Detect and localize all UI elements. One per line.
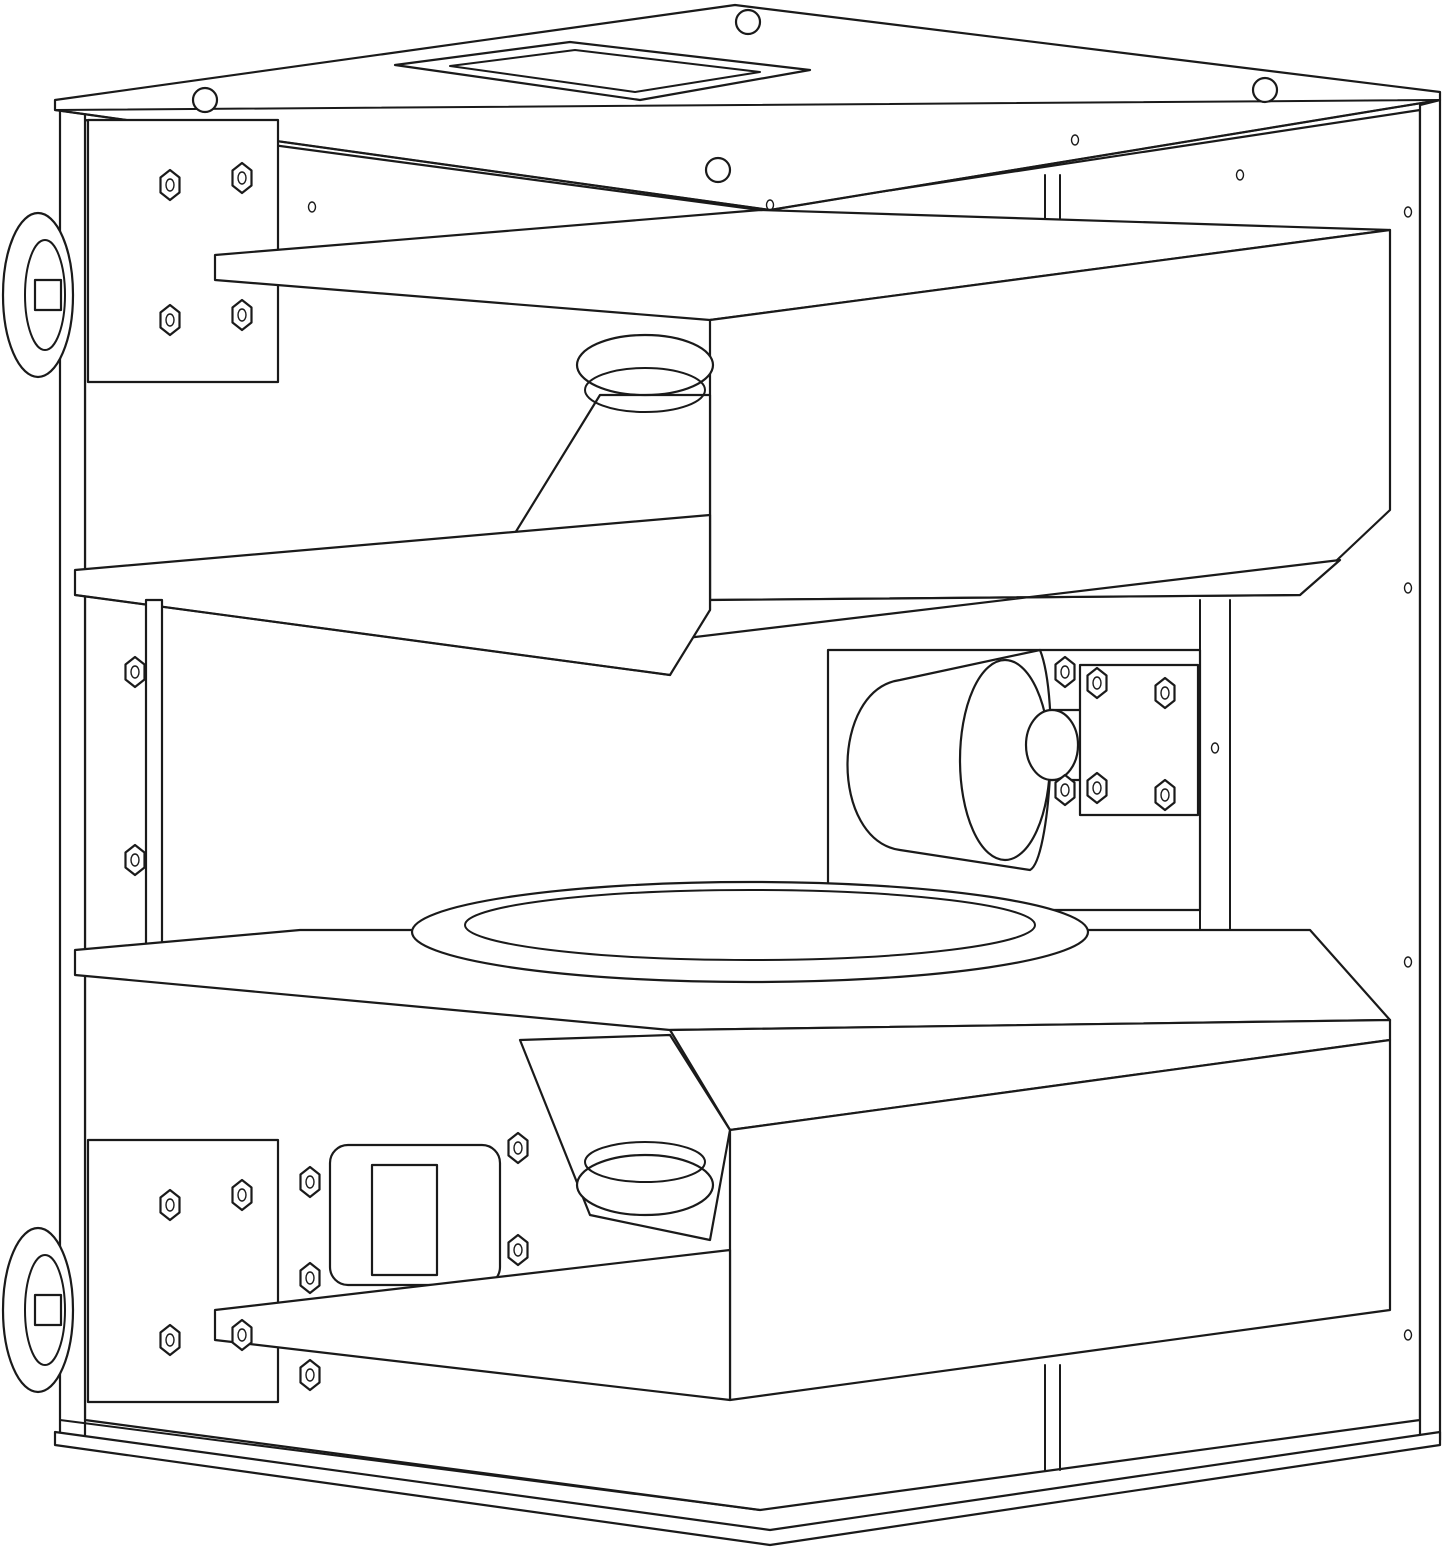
bolt-center (237, 1188, 247, 1202)
screw-hole (307, 201, 317, 213)
bottom-shelf (213, 1248, 732, 1402)
hex-bolt-icon (1154, 676, 1176, 710)
screw-hole (765, 199, 775, 211)
screw-hole (1403, 206, 1413, 218)
screw-hole (1210, 742, 1220, 754)
bolt-center (1160, 788, 1170, 802)
screw-hole (1070, 134, 1080, 146)
hex-bolt-icon (507, 1131, 529, 1165)
bottom-plate-edge (59, 1419, 761, 1511)
mounting-plate (86, 1138, 280, 1404)
bolt-center (237, 171, 247, 185)
bolt-center (130, 853, 140, 867)
hex-bolt-icon (1154, 778, 1176, 812)
hex-bolt-icon (159, 168, 181, 202)
bolt-center (130, 665, 140, 679)
screw-hole-group (307, 134, 1413, 1341)
hex-bolt-icon (1086, 771, 1108, 805)
hex-bolt-icon (124, 655, 146, 689)
hex-bolt-icon (1054, 773, 1076, 807)
hex-bolt-icon (231, 161, 253, 195)
wheel-lower (1, 1226, 75, 1394)
hex-bolt-icon (159, 303, 181, 337)
bolt-center (237, 1328, 247, 1342)
bolt-center (165, 1198, 175, 1212)
bolt-center (1160, 686, 1170, 700)
screw-hole (1403, 582, 1413, 594)
hex-bolt-icon (299, 1358, 321, 1392)
lower-compression-driver (575, 1153, 715, 1217)
hex-bolt-icon (159, 1188, 181, 1222)
hex-bolt-icon (1086, 666, 1108, 700)
hex-bolt-icon (231, 1318, 253, 1352)
bolt-center (1060, 783, 1070, 797)
top-handle-inner (449, 49, 761, 93)
bolt-center (305, 1368, 315, 1382)
mid-driver-tube-end (1024, 708, 1080, 782)
bolt-center (1060, 665, 1070, 679)
upper-compression-driver (575, 333, 715, 397)
right-side-panel (1418, 98, 1442, 1447)
rigging-hole (191, 86, 219, 114)
middle-shelf (73, 513, 712, 677)
rigging-hole (734, 8, 762, 36)
hex-bolt-icon (231, 1178, 253, 1212)
bolt-center (1092, 781, 1102, 795)
wheel-upper (1, 211, 75, 379)
hex-bolt-icon (159, 1323, 181, 1357)
top-handle-recess (393, 40, 812, 102)
bolt-center (165, 178, 175, 192)
hex-bolt-icon (124, 843, 146, 877)
upper-driver-ring (584, 367, 706, 413)
bolt-center (165, 1333, 175, 1347)
bolt-center (513, 1243, 523, 1257)
hex-bolt-icon (299, 1261, 321, 1295)
top-plate-edge (54, 99, 1441, 211)
bolt-center (1092, 676, 1102, 690)
mounting-plate (86, 118, 280, 384)
bolt-group (124, 161, 1176, 1392)
bolt-center (513, 1141, 523, 1155)
hex-bolt-icon (299, 1165, 321, 1199)
lower-driver-ring (584, 1141, 706, 1183)
hex-bolt-icon (231, 298, 253, 332)
bolt-center (165, 313, 175, 327)
bolt-center (305, 1175, 315, 1189)
hex-bolt-icon (507, 1233, 529, 1267)
rigging-hole (704, 156, 732, 184)
screw-hole (1235, 169, 1245, 181)
screw-hole (1403, 1329, 1413, 1341)
screw-hole (1403, 956, 1413, 968)
woofer-opening (464, 889, 1036, 961)
rigging-hole (1251, 76, 1279, 104)
hex-bolt-icon (1054, 655, 1076, 689)
bolt-center (237, 308, 247, 322)
vertical-strut (144, 598, 164, 972)
woofer-mount-ring (410, 880, 1090, 984)
crossover-bracket (370, 1163, 439, 1277)
bolt-center (305, 1271, 315, 1285)
shelf-edge (74, 594, 671, 676)
bottom-plate (53, 1430, 1442, 1547)
